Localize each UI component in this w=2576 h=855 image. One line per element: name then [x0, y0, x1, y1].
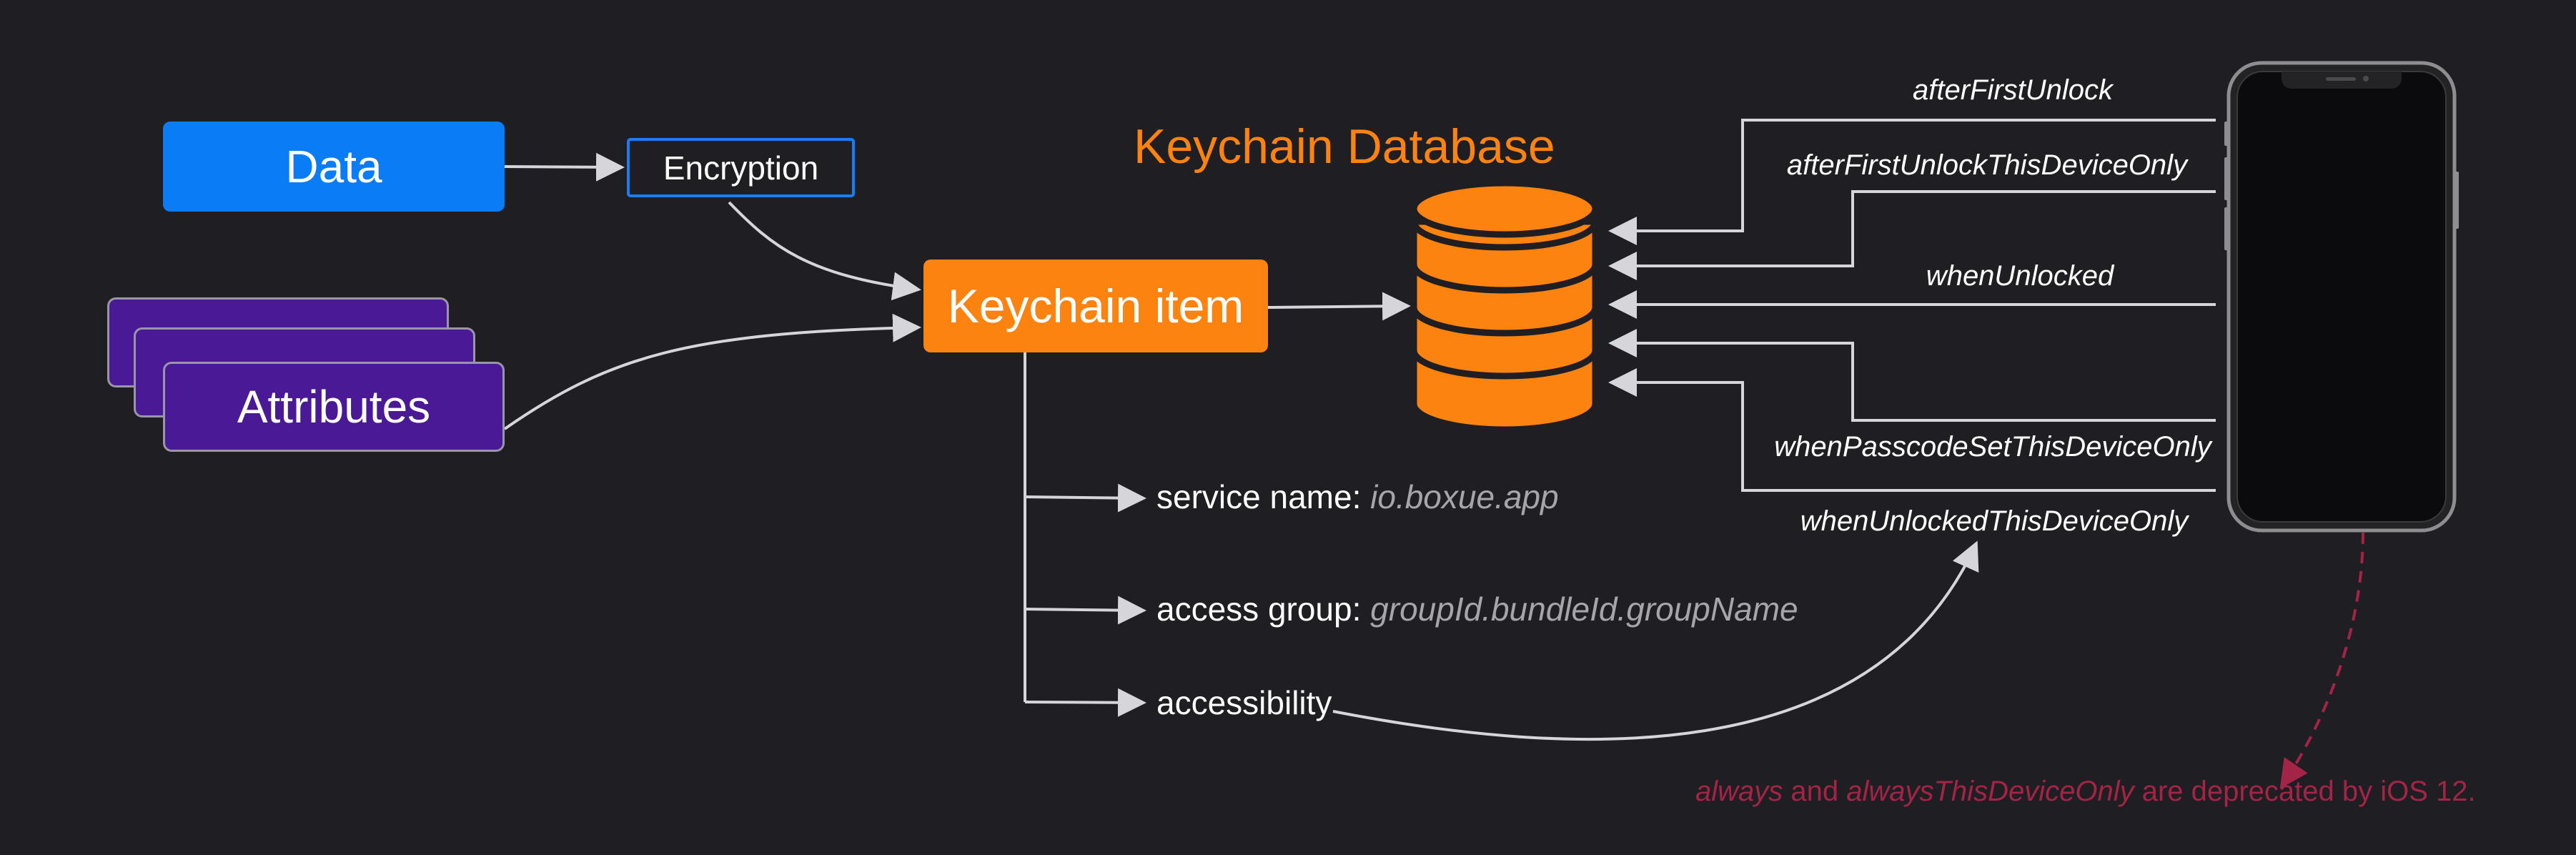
attribute-value: groupId.bundleId.groupName [1370, 590, 1798, 628]
attribute-name: access group [1156, 590, 1352, 628]
attribute-value: io.boxue.app [1370, 478, 1559, 515]
attribute-access-group: access group: groupId.bundleId.groupName [1156, 590, 1798, 628]
note-term-always: always [1695, 776, 1783, 807]
arrow-to-access-group [1024, 595, 1146, 625]
encryption-label: Encryption [663, 149, 819, 187]
attribute-accessibility: accessibility [1156, 683, 1332, 722]
keychain-item-label: Keychain item [947, 280, 1244, 332]
data-label: Data [285, 141, 382, 192]
attribute-service-name: service name: io.boxue.app [1156, 478, 1559, 516]
line-afterFirstUnlock [1608, 119, 2216, 245]
arrow-to-accessibility [1024, 688, 1146, 717]
option-afterFirstUnlockThisDeviceOnly: afterFirstUnlockThisDeviceOnly [1786, 149, 2188, 181]
line-whenUnlockedThisDeviceOnly [1608, 368, 2216, 492]
arrow-attributes-to-item [503, 313, 921, 430]
attributes-node: Attributes [163, 362, 505, 452]
line-whenPasscodeSetThisDeviceOnly [1608, 329, 2216, 422]
note-joiner: and [1783, 776, 1847, 807]
option-afterFirstUnlock: afterFirstUnlock [1912, 74, 2114, 106]
attributes-label: Attributes [237, 381, 431, 433]
note-term-always-this-device-only: alwaysThisDeviceOnly [1846, 776, 2134, 807]
option-whenUnlockedThisDeviceOnly: whenUnlockedThisDeviceOnly [1800, 505, 2189, 537]
note-suffix: are deprecated by iOS 12. [2134, 776, 2476, 807]
attribute-name: service name [1156, 478, 1352, 515]
keychain-item-node: Keychain item [923, 260, 1268, 352]
keychain-database-title: Keychain Database [1134, 119, 1555, 174]
arrow-accessibility-to-options [1332, 540, 1979, 741]
data-node: Data [163, 122, 505, 212]
option-whenPasscodeSetThisDeviceOnly: whenPasscodeSetThisDeviceOnly [1774, 431, 2211, 463]
arrow-deprecated-note [2279, 532, 2364, 789]
database-stack-icon [1410, 179, 1599, 433]
iphone-icon [2224, 61, 2459, 533]
attribute-name: accessibility [1156, 684, 1332, 721]
arrow-encryption-to-item [728, 201, 921, 301]
attribute-separator: : [1352, 590, 1371, 628]
arrow-item-to-database [1267, 292, 1411, 321]
option-whenUnlocked: whenUnlocked [1926, 260, 2114, 292]
deprecation-note: always and alwaysThisDeviceOnly are depr… [1695, 776, 2476, 808]
arrow-to-service-name [1024, 483, 1146, 513]
attribute-separator: : [1352, 478, 1371, 515]
line-afterFirstUnlockThisDeviceOnly [1608, 190, 2216, 280]
encryption-node: Encryption [627, 138, 855, 197]
